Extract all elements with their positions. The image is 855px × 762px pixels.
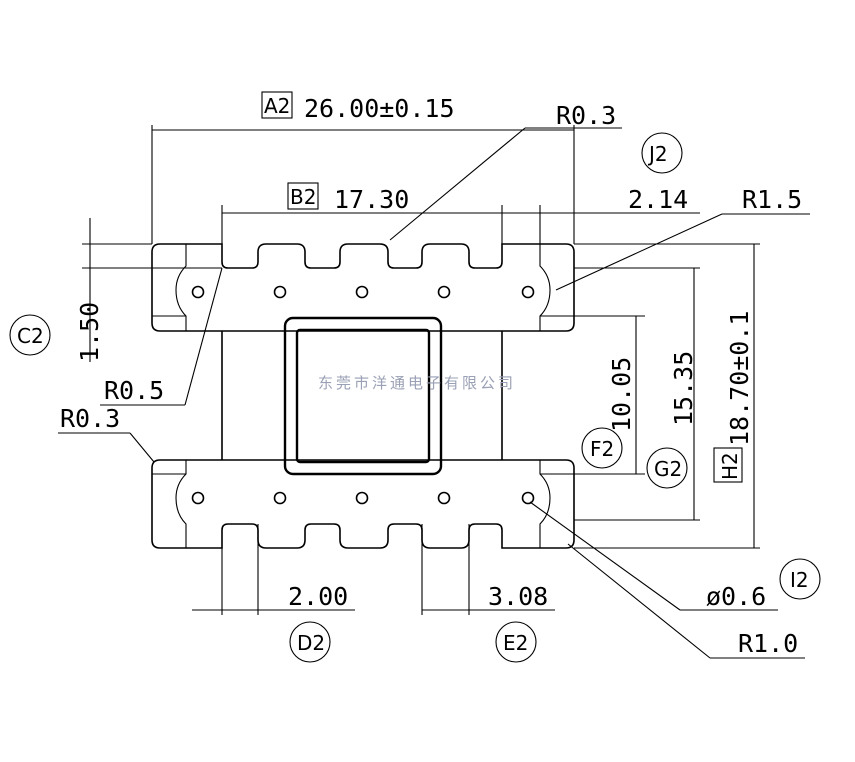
e2-tag-circle <box>495 621 537 663</box>
bottom-flange-rib-right <box>539 460 551 548</box>
r05-leader <box>184 267 223 406</box>
g2-value: 15.35 <box>669 351 698 426</box>
pin-hole <box>191 491 205 505</box>
j2-value: 2.14 <box>628 185 688 214</box>
watermark-text: 东莞市洋通电子有限公司 <box>318 374 516 392</box>
pin-hole <box>191 285 205 299</box>
r15-label: R1.5 <box>742 185 802 214</box>
b2-value: 17.30 <box>334 185 409 214</box>
i2-value: ø0.6 <box>706 582 766 611</box>
a2-tag: A2 <box>264 94 290 118</box>
d2-tag-circle <box>289 621 331 663</box>
g2-tag-circle <box>646 447 688 489</box>
r03-top-leader <box>389 127 526 241</box>
c2-tag-circle <box>9 314 51 356</box>
pin-hole <box>437 491 451 505</box>
r03-left-label: R0.3 <box>60 404 120 433</box>
f2-tag-circle <box>581 427 623 469</box>
pin-hole <box>273 285 287 299</box>
core-window-outer <box>283 316 443 476</box>
f2-tag: F2 <box>590 437 614 461</box>
pin-hole <box>355 491 369 505</box>
i2-tag-circle <box>779 558 821 600</box>
i2-leader <box>529 501 681 611</box>
e2-tag: E2 <box>503 631 528 655</box>
f2-value: 10.05 <box>607 357 636 432</box>
a2-tag-box <box>261 91 293 119</box>
g2-tag: G2 <box>654 457 682 481</box>
j2-tag: J2 <box>647 142 668 166</box>
top-flange-rib-right <box>539 244 551 331</box>
top-flange-outline <box>151 243 575 332</box>
c2-tag: C2 <box>17 324 44 348</box>
pin-hole <box>273 491 287 505</box>
b2-tag: B2 <box>290 185 316 209</box>
bottom-flange-rib-left <box>175 460 187 548</box>
pin-hole <box>437 285 451 299</box>
c2-value: 1.50 <box>75 302 104 362</box>
pin-hole <box>521 285 535 299</box>
r03-left-leader <box>129 432 155 463</box>
core-window-inner <box>295 328 431 464</box>
i2-tag: I2 <box>790 568 809 592</box>
r05-label: R0.5 <box>104 376 164 405</box>
pin-hole <box>355 285 369 299</box>
r10-label: R1.0 <box>738 629 798 658</box>
j2-tag-circle <box>641 132 683 174</box>
r15-leader <box>555 213 723 291</box>
h2-tag-box <box>713 447 743 483</box>
pin-hole <box>521 491 535 505</box>
r03-top-label: R0.3 <box>556 101 616 130</box>
bottom-flange-outline <box>151 459 575 549</box>
a2-value: 26.00±0.15 <box>304 94 455 123</box>
e2-value: 3.08 <box>488 582 548 611</box>
h2-tag: H2 <box>718 452 742 480</box>
top-flange-rib-left <box>175 244 187 331</box>
b2-tag-box <box>287 182 319 210</box>
d2-value: 2.00 <box>288 582 348 611</box>
d2-tag: D2 <box>297 631 325 655</box>
r10-leader <box>567 543 711 659</box>
h2-value: 18.70±0.1 <box>725 311 754 446</box>
